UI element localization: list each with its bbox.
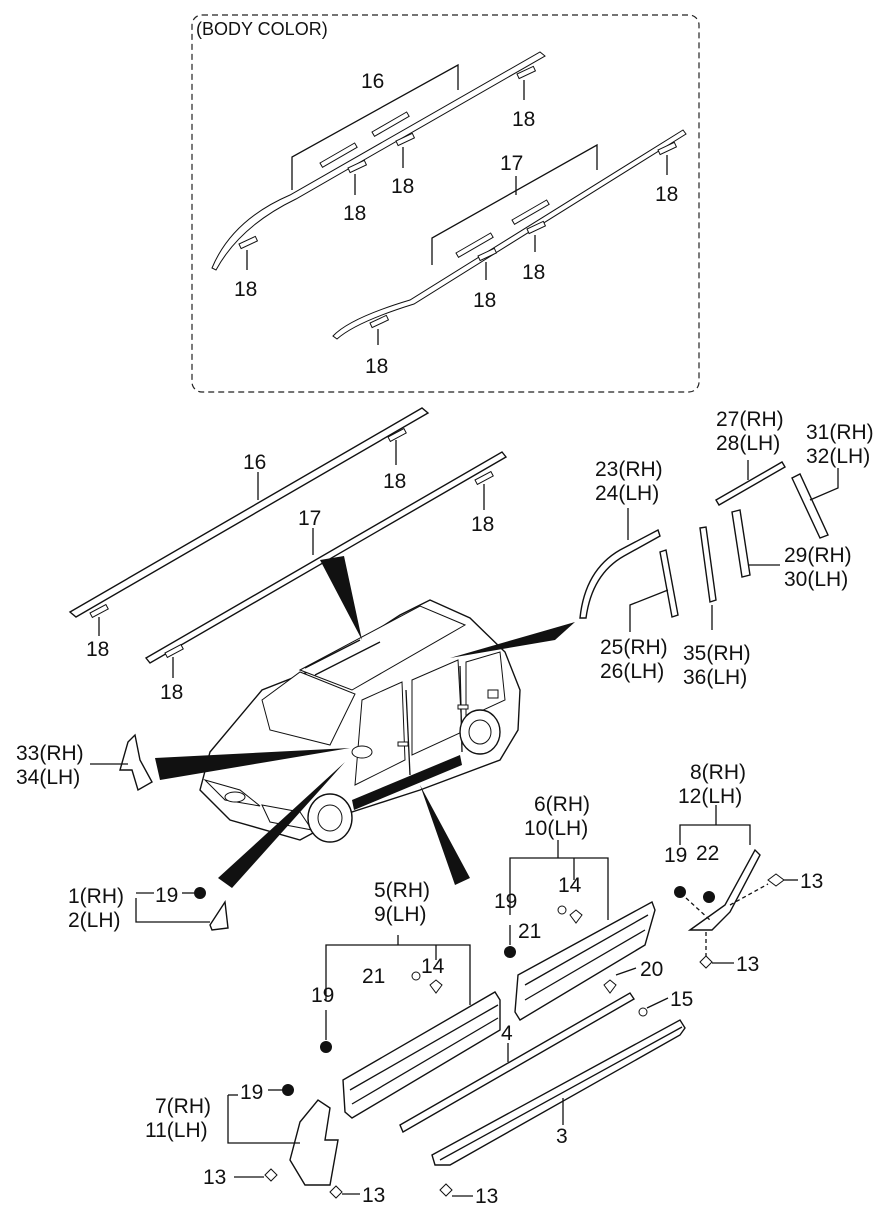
label-10: 10(LH): [524, 817, 588, 840]
label-14-b: 14: [558, 874, 582, 897]
label-19-e: 19: [664, 844, 687, 867]
label-18-inset-a: 18: [512, 108, 535, 131]
label-18-inset-h: 18: [365, 355, 388, 378]
bolt-13-c: [329, 1185, 343, 1199]
inset-caption: (BODY COLOR): [196, 19, 328, 39]
label-21-a: 21: [362, 965, 385, 988]
label-8: 8(RH): [690, 761, 746, 784]
roof-rail-17: [144, 451, 508, 664]
label-18-inset-g: 18: [473, 289, 496, 312]
label-13-a: 13: [475, 1185, 498, 1208]
body-color-inset: (BODY COLOR) 16 17: [191, 14, 700, 393]
leader-17-inset: [431, 143, 598, 265]
inset-roof-rail-16: [211, 51, 546, 271]
label-20: 20: [640, 958, 663, 981]
label-16: 16: [243, 451, 266, 474]
part-15: [638, 1007, 648, 1017]
label-9: 9(LH): [374, 903, 427, 926]
label-18-inset-f: 18: [522, 261, 545, 284]
label-18-inset-e: 18: [655, 183, 678, 206]
label-36: 36(LH): [683, 666, 747, 689]
label-31: 31(RH): [806, 421, 874, 444]
label-7: 7(RH): [155, 1095, 211, 1118]
label-15: 15: [670, 988, 693, 1011]
label-32: 32(LH): [806, 445, 870, 468]
label-35: 35(RH): [683, 642, 751, 665]
part-35-36: [699, 526, 717, 603]
label-5: 5(RH): [374, 879, 430, 902]
roof-leaders-18: [98, 440, 485, 678]
label-13-b: 13: [203, 1166, 226, 1189]
bolt-13-d: [767, 873, 785, 887]
label-16-inset: 16: [361, 70, 384, 93]
label-2: 2(LH): [68, 909, 121, 932]
label-23: 23(RH): [595, 458, 663, 481]
label-34: 34(LH): [16, 766, 80, 789]
label-17: 17: [298, 507, 321, 530]
callout-wedges: [155, 556, 575, 888]
label-18-b: 18: [471, 513, 494, 536]
part-25-26: [659, 549, 679, 618]
inset-clips-18: [238, 65, 678, 329]
label-17-inset: 17: [500, 152, 523, 175]
label-24: 24(LH): [595, 482, 659, 505]
label-29: 29(RH): [784, 544, 852, 567]
roof-clips-18: [89, 427, 494, 659]
inset-frame: [191, 14, 700, 393]
label-6: 6(RH): [534, 793, 590, 816]
part-4: [399, 992, 635, 1133]
label-21-b: 21: [518, 920, 541, 943]
label-19-c: 19: [494, 890, 517, 913]
label-11: 11(LH): [145, 1119, 208, 1142]
part-6-10: [514, 900, 656, 1021]
label-28: 28(LH): [716, 432, 780, 455]
part-8-12: [674, 848, 761, 931]
part-23-24: [579, 528, 661, 619]
label-13-c: 13: [362, 1184, 385, 1207]
label-13-d: 13: [800, 870, 823, 893]
part-3: [431, 1019, 686, 1166]
bolt-13-e: [699, 955, 713, 969]
part-27-28: [715, 461, 786, 506]
label-18-d: 18: [160, 681, 183, 704]
vehicle-illustration: [199, 599, 521, 843]
label-22: 22: [696, 842, 719, 865]
label-26: 26(LH): [600, 660, 664, 683]
part-20: [603, 979, 617, 994]
label-13-e: 13: [736, 953, 759, 976]
part-29-30: [731, 509, 751, 578]
part-1-2: [194, 887, 229, 931]
label-14-a: 14: [421, 955, 445, 978]
roof-rail-16: [68, 407, 430, 618]
label-1: 1(RH): [68, 885, 124, 908]
inset-leaders-18: [246, 80, 668, 345]
inset-roof-rail-17: [332, 129, 687, 340]
part-31-32: [791, 473, 829, 539]
label-18-inset-c: 18: [343, 202, 366, 225]
label-33: 33(RH): [16, 742, 84, 765]
label-18-c: 18: [86, 638, 109, 661]
bolt-13-a: [439, 1183, 453, 1197]
label-27: 27(RH): [716, 408, 784, 431]
label-30: 30(LH): [784, 568, 848, 591]
label-18-a: 18: [383, 470, 406, 493]
leader-16-inset: [291, 63, 459, 190]
bolt-13-b: [264, 1168, 278, 1182]
label-19-d: 19: [240, 1081, 263, 1104]
part-5-9: [342, 991, 501, 1119]
label-19-a: 19: [155, 884, 178, 907]
label-18-inset-d: 18: [234, 278, 257, 301]
label-4: 4: [501, 1022, 513, 1045]
label-25: 25(RH): [600, 636, 668, 659]
label-18-inset-b: 18: [391, 175, 414, 198]
label-19-b: 19: [311, 984, 334, 1007]
part-7-11: [282, 1084, 339, 1186]
label-3: 3: [556, 1125, 568, 1148]
label-12: 12(LH): [678, 785, 742, 808]
part-33-34: [119, 733, 153, 792]
